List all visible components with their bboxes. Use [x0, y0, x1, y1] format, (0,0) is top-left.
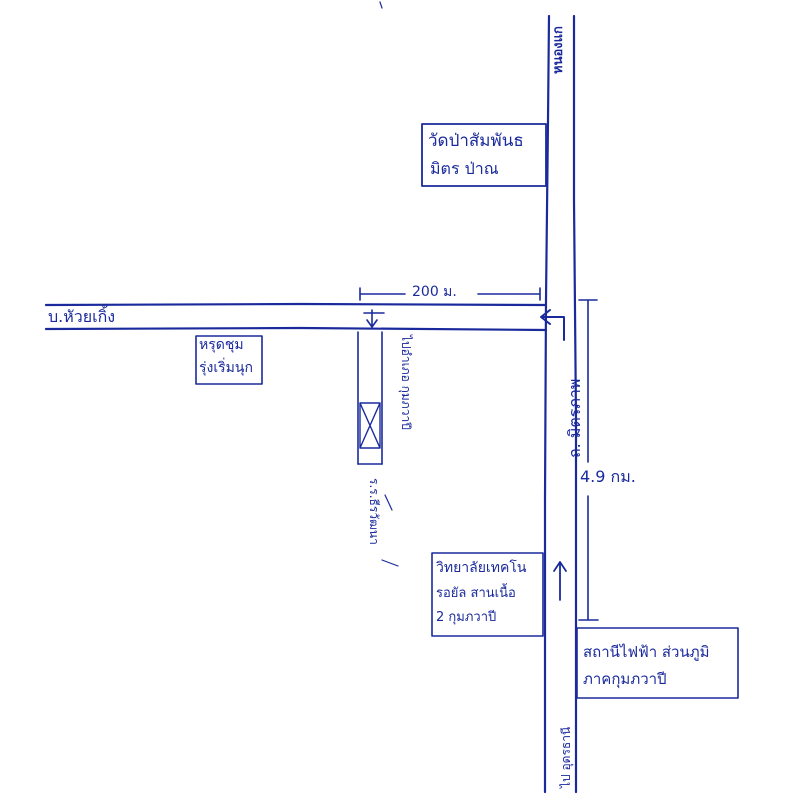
north-side-road-label: ไปอำเภอ กุมภวาปี [399, 335, 413, 430]
main-road-right-edge [572, 14, 578, 794]
main-road-name-label: ถ. มิตรภาพ [565, 378, 584, 458]
temple-box [421, 123, 547, 187]
main-road-north-label: หนองแก [551, 26, 566, 74]
hospital-label-line1: หรุดชุม [199, 337, 244, 353]
college-label-line2: รอยัล สานเนื้อ [436, 586, 516, 601]
distance-200m-marker [359, 287, 541, 301]
north-arrow [553, 561, 567, 601]
main-road-south-label: ไป อุดรธานี [559, 726, 573, 788]
temple-label-line1: วัดป่าสัมพันธ [428, 131, 524, 151]
school-lane-arrow [363, 309, 385, 328]
temple-label-line2: มิตร ป่าณ [430, 159, 499, 178]
hospital-box [195, 335, 263, 385]
side-road-label: บ.หัวยเกิ้ง [48, 307, 116, 326]
college-label-line1: วิทยาลัยเทคโน [436, 560, 527, 576]
building-x [359, 402, 381, 449]
junction-arrow [540, 309, 565, 341]
distance-200m-label: 200 ม. [412, 284, 457, 300]
main-road-left-edge [543, 14, 551, 794]
side-road-bottom-edge [44, 326, 548, 332]
power-station-label-line1: สถานีไฟฟ้า ส่วนภูมิ [583, 643, 710, 661]
distance-49km-marker [578, 299, 599, 621]
scribble-mark [379, 1, 383, 9]
college-label-line3: 2 กุมภวาปี [436, 610, 497, 625]
college-box [431, 552, 544, 637]
hospital-label-line2: รุ่งเริ่มนุก [199, 360, 253, 376]
side-road-top-edge [44, 302, 548, 307]
scribble-mark [381, 494, 399, 567]
power-station-box [576, 627, 739, 699]
distance-49km-label: 4.9 กม. [580, 467, 636, 486]
power-station-label-line2: ภาคกุมภวาปี [583, 670, 667, 688]
school-sign-label: ร.ร.ธีรวัฒนา [367, 478, 381, 545]
